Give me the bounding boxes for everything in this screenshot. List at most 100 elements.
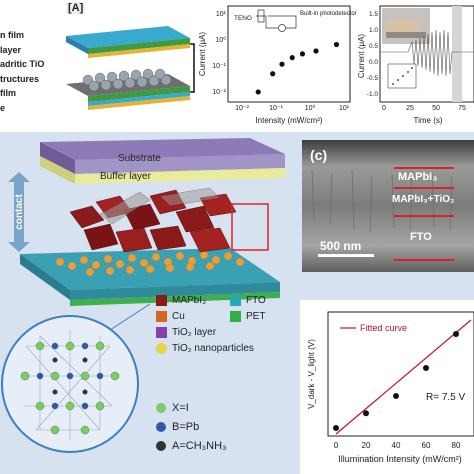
device-schematic: Substrate Buffer layer contact [8,138,285,306]
layer-label: tructures [0,73,40,84]
data-point [393,393,399,399]
x-tick-label: 10⁻¹ [269,105,283,112]
layer-label: adritic TiO [0,59,45,69]
panel-c-tag: (c) [310,147,327,163]
y-tick-label: 10⁻² [212,89,226,96]
substrate-label: Substrate [118,153,161,164]
inset-detector-text: Built-in photodetector [300,11,357,17]
x-tick-label: 80 [452,441,461,450]
lattice-legend: X=I B=Pb A=CH₃NH₃ [156,398,276,455]
lattice-legend-label: B=Pb [172,420,200,433]
fitted-curve [335,319,472,435]
cu-swatch [156,310,167,322]
pet-swatch [230,310,241,322]
data-point [333,41,340,48]
x-tick-label: 50 [432,105,440,112]
layer-label: n film [0,30,24,40]
sem-label-mapbi3: MAPbI₃ [398,171,437,183]
tio2-nanoparticle-swatch [156,342,167,354]
inset-detector-label: Built-in photodetector [300,11,357,17]
y-axis-label: Current (μA) [198,32,207,77]
data-points [255,41,340,95]
x-tick-label: 0 [382,105,386,112]
legend-label: PET [246,310,266,322]
device-stack-illustration [66,26,195,110]
buffer-label: Buffer layer [100,171,152,182]
legend-label: MAPbI₃ [172,294,207,306]
lattice-legend-label: A=CH₃NH₃ [172,439,227,452]
halide-dot [156,402,166,413]
data-point [453,331,459,337]
y-tick-label: 10⁰ [215,36,226,44]
fit-legend-label: Fitted curve [360,323,407,333]
y-tick-labels: 1.5 1.0 0.5 0.0 -0.5 -1.0 [367,11,379,98]
scale-bar-label: 500 nm [320,239,361,253]
data-point [333,425,339,431]
x-tick-label: 0 [334,441,339,450]
panel-a-tag: [A] [66,2,86,14]
sem-label-mapbi3-tio2: MAPbI₃+TiO₂ [392,194,455,205]
layer-label: layer [0,44,22,55]
legend-label: TiO₂ nanoparticles [172,342,254,354]
data-points [333,331,459,431]
data-point [255,89,261,95]
layer-label: film [0,88,17,98]
y-axis-label: V_dark - V_light (V) [307,339,316,409]
current-signal [380,29,474,77]
y-tick-label: -1.0 [367,91,379,98]
voltage-intensity-plot: Fitted curve V_dark - V_light (V) Illumi… [300,300,474,474]
x-axis-label: Illumination Intensity (mW/cm²) [338,454,462,464]
x-tick-labels: 0 20 40 60 80 [334,441,461,450]
tio2-layer-swatch [156,326,167,338]
y-tick-label: 10¹ [216,11,227,18]
lattice-legend-label: X=I [172,401,189,414]
layer-label: e [0,102,6,113]
inset-teng-label: TENG [234,15,252,22]
x-tick-label: 75 [458,105,466,112]
data-point [299,51,306,57]
intensity-current-plot: 10¹ 10⁰ 10⁻¹ 10⁻² 10⁻² 10⁻¹ 10⁰ 10¹ Inte… [198,5,357,125]
x-tick-label: 10⁻² [235,105,249,112]
x-tick-labels: 0 25 50 75 [382,105,466,112]
x-tick-label: 60 [422,441,431,450]
y-tick-label: 0.5 [369,43,378,50]
x-tick-label: 10¹ [339,105,350,112]
data-point [313,48,319,54]
data-point [270,71,276,77]
data-point [289,55,295,61]
x-axis-label: Intensity (mW/cm²) [255,116,322,125]
legend-label: FTO [246,294,266,306]
fit-annotation: R= 7.5 V [426,392,466,403]
contact-label: contact [14,194,25,230]
layer-labels: n film layer adritic TiO tructures film … [0,28,60,115]
x-tick-label: 20 [362,441,371,450]
mapbi3-swatch [156,294,167,306]
fto-swatch [230,294,241,306]
x-tick-label: 25 [406,105,414,112]
y-tick-label: -0.5 [367,75,379,82]
x-tick-labels: 10⁻² 10⁻¹ 10⁰ 10¹ [235,104,350,112]
perovskite-lattice [1,303,151,453]
y-axis-label: Current (μA) [358,34,366,79]
y-tick-label: 0.0 [369,59,378,66]
legend-label: Cu [172,310,185,322]
x-tick-label: 40 [392,441,401,450]
data-point [423,365,429,371]
y-tick-labels: 10¹ 10⁰ 10⁻¹ 10⁻² [212,11,226,96]
material-legend: MAPbI₃ FTO Cu PET TiO₂ layer TiO₂ nanopa… [156,292,306,356]
time-current-plot: 1.5 1.0 0.5 0.0 -0.5 -1.0 0 25 50 75 Tim… [358,5,474,125]
legend-label: TiO₂ layer [172,326,217,338]
circuit-inset: TENG Built-in photodetector [234,9,357,32]
cation-dot [156,440,166,451]
y-tick-label: 1.5 [369,11,378,18]
photo-inset [382,8,430,44]
y-tick-label: 1.0 [369,27,378,34]
data-point [363,410,369,417]
x-axis-label: Time (s) [413,116,442,125]
x-tick-label: 10⁰ [305,104,316,112]
data-point [279,61,285,67]
lead-dot [156,421,166,432]
y-tick-label: 10⁻¹ [212,63,226,70]
sem-cross-section: (c) MAPbI₃ MAPbI₃+TiO₂ FTO 500 nm [302,140,474,272]
sem-label-fto: FTO [410,231,432,243]
